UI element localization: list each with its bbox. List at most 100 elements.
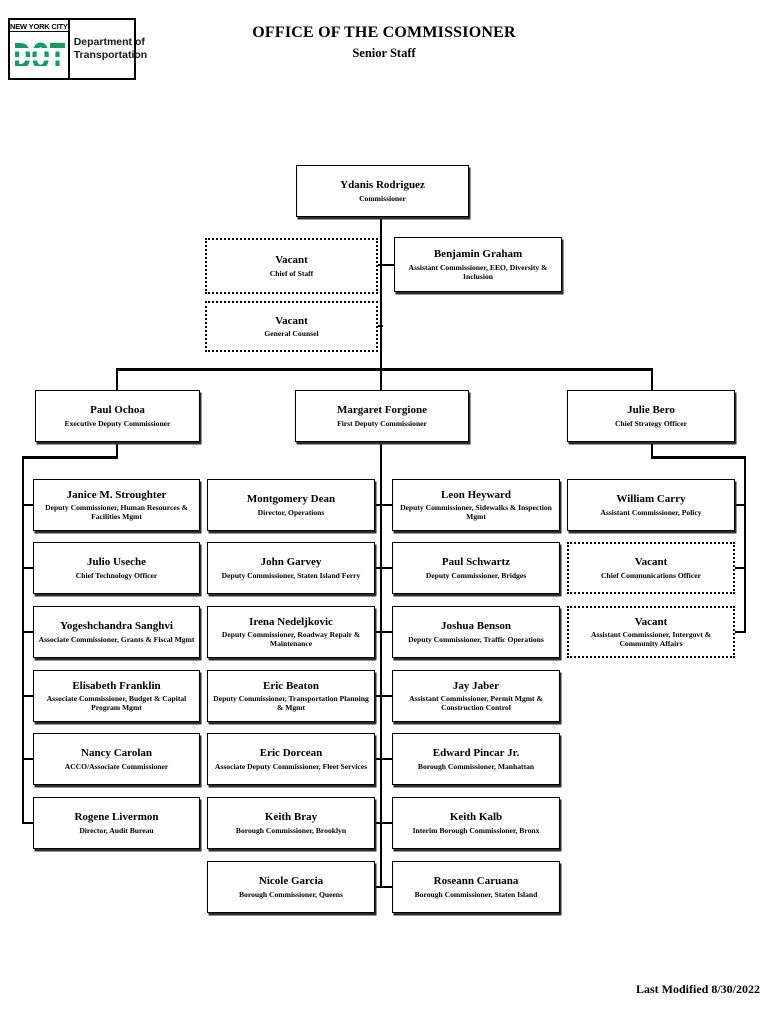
connector xyxy=(116,368,653,371)
person-name: Paul Ochoa xyxy=(90,404,145,417)
person-title: Borough Commissioner, Staten Island xyxy=(414,889,538,899)
connector xyxy=(380,442,382,888)
person-name: Leon Heyward xyxy=(441,488,511,501)
person-title: Deputy Commissioner, Traffic Operations xyxy=(408,634,544,644)
person-name: Vacant xyxy=(634,556,668,569)
person-title: General Counsel xyxy=(264,329,319,339)
logo-dept-line2: Transportation xyxy=(73,49,148,61)
person-name: Yogeshchandra Sanghvi xyxy=(60,620,173,633)
person-name: Margaret Forgione xyxy=(337,404,427,417)
person-title: Associate Commissioner, Budget & Capital… xyxy=(46,694,187,713)
dot-icon: DOT xyxy=(10,32,68,78)
connector xyxy=(22,758,33,760)
person-title: Executive Deputy Commissioner xyxy=(64,418,171,428)
connector xyxy=(735,567,746,569)
node-yogeshchandra-sanghvi: Yogeshchandra Sanghvi Associate Commissi… xyxy=(33,606,200,658)
logo-left-panel: NEW YORK CITY DOT xyxy=(10,20,68,78)
person-name: Julie Bero xyxy=(627,404,675,417)
connector xyxy=(22,567,33,569)
person-title: Assistant Commissioner, Permit Mgmt & Co… xyxy=(409,694,543,713)
person-title: Commissioner xyxy=(359,193,406,203)
person-title: Associate Deputy Commissioner, Fleet Ser… xyxy=(214,761,368,771)
connector xyxy=(651,368,653,390)
person-title: Associate Commissioner, Grants & Fiscal … xyxy=(38,634,195,644)
connector xyxy=(22,504,33,506)
node-leon-heyward: Leon Heyward Deputy Commissioner, Sidewa… xyxy=(392,479,560,531)
person-title: Director, Audit Bureau xyxy=(79,825,154,835)
person-name: Irena Nedeljkovic xyxy=(249,615,333,628)
person-title: Deputy Commissioner, Human Resources & F… xyxy=(45,503,188,522)
node-william-carry: William Carry Assistant Commissioner, Po… xyxy=(567,479,735,531)
person-name: Paul Schwartz xyxy=(441,556,511,569)
person-name: Vacant xyxy=(634,615,668,628)
page-subtitle: Senior Staff xyxy=(352,46,416,60)
connector xyxy=(378,264,395,266)
node-eric-beaton: Eric Beaton Deputy Commissioner, Transpo… xyxy=(207,670,375,722)
connector xyxy=(22,695,33,697)
node-vacant-chief-of-staff: Vacant Chief of Staff xyxy=(205,238,378,294)
person-name: Elisabeth Franklin xyxy=(72,679,161,692)
person-title: Deputy Commissioner, Staten Island Ferry xyxy=(221,570,361,580)
person-name: Montgomery Dean xyxy=(246,493,336,506)
person-name: Keith Kalb xyxy=(449,811,503,824)
person-title: Assistant Commissioner, Intergovt & Comm… xyxy=(591,630,711,649)
person-name: Eric Dorcean xyxy=(259,747,323,760)
logo-dept-text: Department of Transportation xyxy=(67,20,148,78)
connector xyxy=(380,217,382,390)
connector xyxy=(735,504,746,506)
connector xyxy=(116,442,118,458)
node-julio-useche: Julio Useche Chief Technology Officer xyxy=(33,542,200,594)
connector xyxy=(375,758,392,760)
connector xyxy=(22,631,33,633)
person-name: Nicole Garcia xyxy=(258,875,324,888)
last-modified-label: Last Modified 8/30/2022 xyxy=(635,982,760,996)
node-roseann-caruana: Roseann Caruana Borough Commissioner, St… xyxy=(392,861,560,913)
node-jay-jaber: Jay Jaber Assistant Commissioner, Permit… xyxy=(392,670,560,722)
person-title: Chief Technology Officer xyxy=(75,570,158,580)
person-name: John Garvey xyxy=(260,556,322,569)
connector xyxy=(375,631,392,633)
node-paul-ochoa: Paul Ochoa Executive Deputy Commissioner xyxy=(35,390,200,442)
node-rogene-livermon: Rogene Livermon Director, Audit Bureau xyxy=(33,797,200,849)
person-title: ACCO/Associate Commissioner xyxy=(64,761,169,771)
connector xyxy=(378,325,383,327)
node-edward-pincar-jr: Edward Pincar Jr. Borough Commissioner, … xyxy=(392,733,560,785)
node-joshua-benson: Joshua Benson Deputy Commissioner, Traff… xyxy=(392,606,560,658)
person-name: Edward Pincar Jr. xyxy=(432,747,520,760)
person-name: Roseann Caruana xyxy=(433,875,519,888)
connector xyxy=(375,886,392,888)
person-name: Benjamin Graham xyxy=(433,248,523,261)
nyc-dot-logo: NEW YORK CITY DOT Department of Transpor… xyxy=(8,18,147,80)
page-title: OFFICE OF THE COMMISSIONER xyxy=(252,24,516,41)
person-name: Ydanis Rodriguez xyxy=(340,179,425,192)
person-title: Borough Commissioner, Brooklyn xyxy=(235,825,347,835)
connector xyxy=(735,631,746,633)
person-title: Deputy Commissioner, Roadway Repair & Ma… xyxy=(221,630,361,649)
node-julie-bero: Julie Bero Chief Strategy Officer xyxy=(567,390,735,442)
node-keith-kalb: Keith Kalb Interim Borough Commissioner,… xyxy=(392,797,560,849)
person-title: Director, Operations xyxy=(257,507,325,517)
person-title: Assistant Commissioner, EEO, Diversity &… xyxy=(408,262,548,281)
person-name: Vacant xyxy=(275,314,308,327)
connector xyxy=(116,368,118,390)
person-title: Interim Borough Commissioner, Bronx xyxy=(412,825,540,835)
node-nicole-garcia: Nicole Garcia Borough Commissioner, Quee… xyxy=(207,861,375,913)
node-janice-stroughter: Janice M. Stroughter Deputy Commissioner… xyxy=(33,479,200,531)
person-title: Chief Strategy Officer xyxy=(614,418,688,428)
node-nancy-carolan: Nancy Carolan ACCO/Associate Commissione… xyxy=(33,733,200,785)
node-elisabeth-franklin: Elisabeth Franklin Associate Commissione… xyxy=(33,670,200,722)
logo-dept-line1: Department of xyxy=(73,35,145,48)
logo-city-text: NEW YORK CITY xyxy=(10,22,68,32)
connector xyxy=(22,456,24,824)
person-title: Borough Commissioner, Manhattan xyxy=(417,761,535,771)
person-title: First Deputy Commissioner xyxy=(337,418,427,428)
person-title: Borough Commissioner, Queens xyxy=(238,889,343,899)
node-vacant-chief-communications-officer: Vacant Chief Communications Officer xyxy=(567,542,735,594)
person-name: Jay Jaber xyxy=(452,679,500,692)
connector xyxy=(651,456,746,459)
node-vacant-general-counsel: Vacant General Counsel xyxy=(205,301,378,352)
person-name: Eric Beaton xyxy=(263,679,319,692)
person-title: Deputy Commissioner, Sidewalks & Inspect… xyxy=(400,503,552,522)
person-name: Joshua Benson xyxy=(440,620,511,633)
